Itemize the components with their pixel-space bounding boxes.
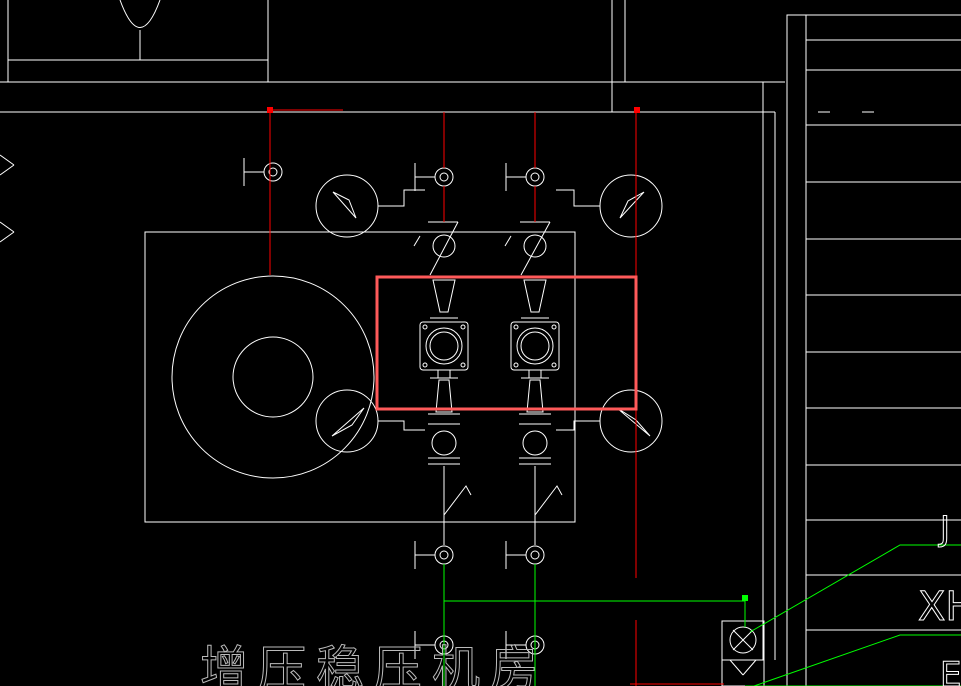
gate-valve-icon[interactable]	[505, 163, 545, 191]
red-node	[267, 107, 273, 113]
green-node	[742, 595, 748, 601]
pump-icon[interactable]	[510, 279, 560, 413]
bottom-label: 增压稳压机房	[200, 641, 548, 686]
pressure-gauge-icon[interactable]	[315, 174, 379, 238]
right-table	[786, 14, 961, 686]
check-valve-icon[interactable]	[413, 221, 459, 276]
pump-icon[interactable]	[419, 279, 469, 413]
flexible-joint	[443, 466, 563, 545]
gate-valve-icon[interactable]	[519, 413, 551, 465]
building-outline	[0, 0, 785, 660]
green-pipes	[443, 544, 961, 686]
gate-valve-icon[interactable]	[414, 541, 454, 569]
tank-icon[interactable]	[171, 275, 375, 479]
gate-valve-icon[interactable]	[243, 158, 283, 186]
gauge-connections	[378, 189, 600, 431]
equipment-base	[144, 231, 576, 523]
check-valve-icon[interactable]	[504, 221, 551, 276]
selection-box[interactable]	[375, 275, 638, 411]
red-pipes	[269, 109, 724, 686]
pressure-gauge-icon[interactable]	[315, 389, 379, 453]
device-box[interactable]	[721, 620, 765, 686]
gate-valve-icon[interactable]	[414, 163, 454, 191]
right-label-xh: XH	[918, 584, 961, 630]
gate-valve-icon[interactable]	[428, 413, 460, 465]
gate-valve-icon[interactable]	[505, 541, 545, 569]
pressure-gauge-icon[interactable]	[599, 174, 663, 238]
right-label-j: J	[938, 509, 950, 549]
pressure-gauge-icon[interactable]	[599, 389, 663, 453]
red-node	[634, 107, 640, 113]
right-label-e: E	[940, 655, 961, 686]
